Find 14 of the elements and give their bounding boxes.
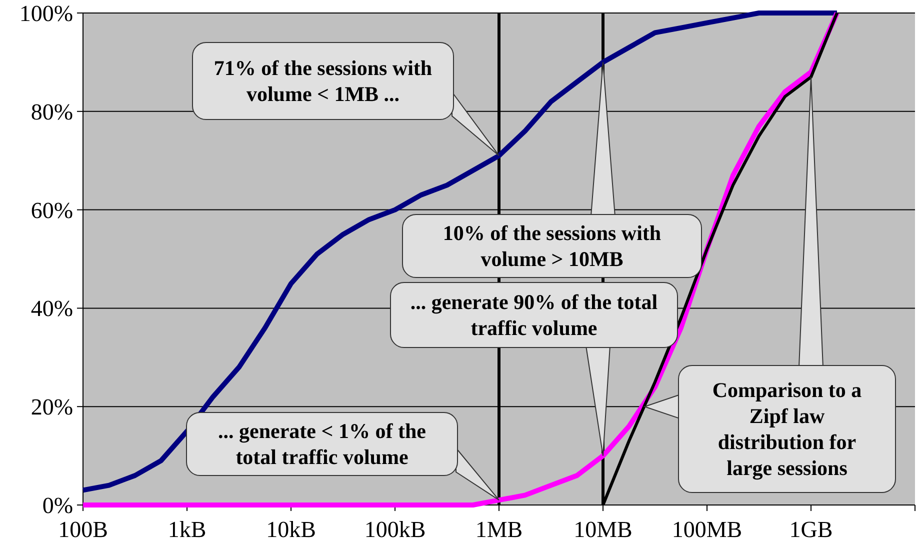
- y-tick-label: 100%: [19, 1, 73, 26]
- x-tick-label: 100MB: [672, 517, 742, 542]
- x-tick-label: 10MB: [574, 517, 632, 542]
- x-tick-label: 100B: [58, 517, 108, 542]
- y-tick-label: 0%: [42, 493, 73, 518]
- y-tick-label: 40%: [30, 296, 73, 322]
- x-tick-label: 100kB: [364, 517, 426, 542]
- x-tick-label: 1kB: [168, 517, 206, 542]
- y-tick-label: 60%: [30, 198, 73, 223]
- x-tick-label: 1MB: [475, 517, 523, 542]
- y-tick-label: 20%: [30, 394, 73, 420]
- y-tick-label: 80%: [30, 99, 73, 124]
- x-tick-label: 10kB: [266, 517, 316, 542]
- x-tick-label: 1GB: [789, 517, 833, 542]
